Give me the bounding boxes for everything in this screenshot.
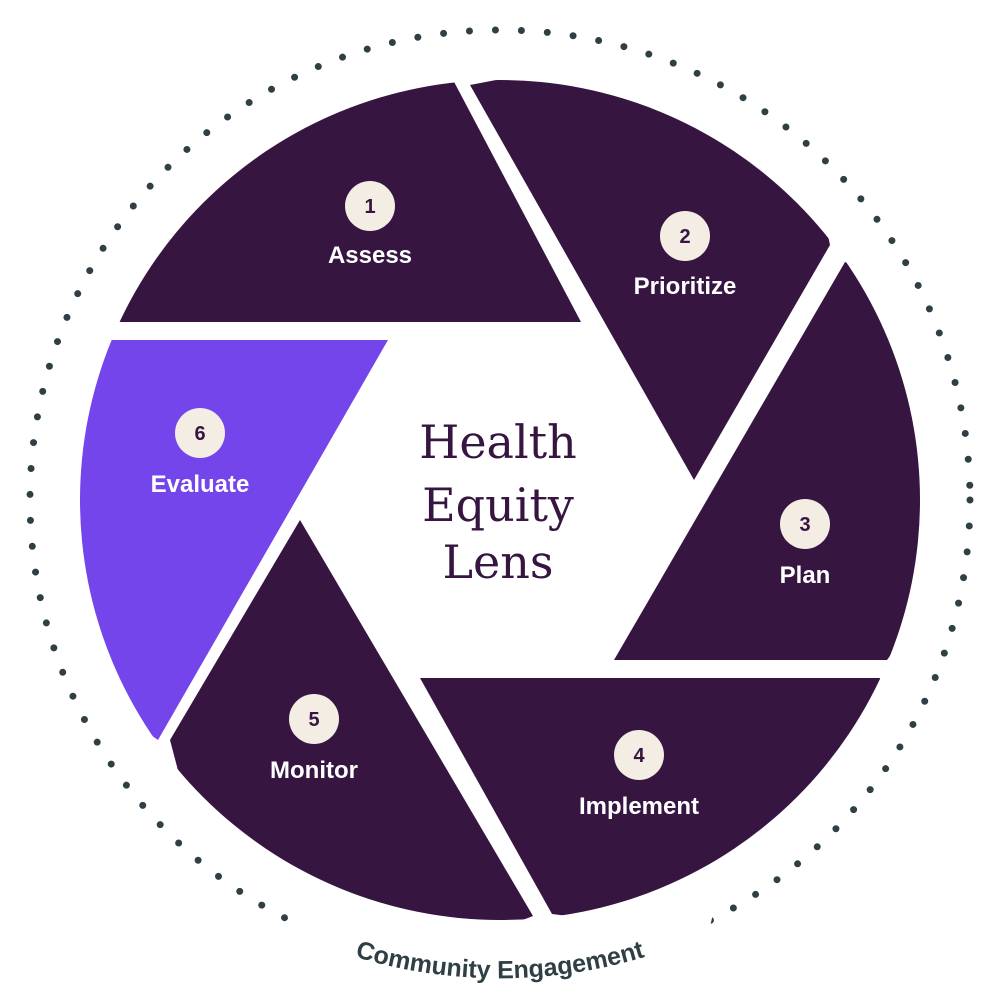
step-number: 1	[364, 196, 375, 218]
step-number: 6	[194, 423, 205, 445]
center-title-line-1: Health	[419, 415, 577, 469]
step-5: 5 Monitor	[270, 694, 358, 784]
step-3: 3 Plan	[780, 499, 831, 589]
center-title: Health Equity Lens	[419, 415, 577, 589]
step-label-plan: Plan	[780, 562, 831, 589]
step-number: 2	[679, 226, 690, 248]
step-label-prioritize: Prioritize	[634, 273, 737, 300]
step-label-assess: Assess	[328, 242, 412, 269]
step-label-evaluate: Evaluate	[151, 471, 250, 498]
center-title-line-3: Lens	[442, 535, 553, 589]
community-engagement-dotted-ring	[26, 26, 974, 974]
step-number-badge	[175, 408, 225, 458]
step-4: 4 Implement	[579, 730, 699, 820]
step-number-badge	[614, 730, 664, 780]
step-1: 1 Assess	[328, 181, 412, 269]
step-number-badge	[780, 499, 830, 549]
segment-plan	[614, 262, 920, 660]
step-label-monitor: Monitor	[270, 757, 358, 784]
step-6: 6 Evaluate	[151, 408, 250, 498]
step-number: 5	[308, 709, 319, 731]
step-number-badge	[289, 694, 339, 744]
segment-prioritize	[470, 80, 830, 480]
step-label-implement: Implement	[579, 793, 699, 820]
segment-evaluate	[80, 340, 388, 740]
step-number-badge	[660, 211, 710, 261]
step-number-badge	[345, 181, 395, 231]
step-2: 2 Prioritize	[634, 211, 737, 300]
step-number: 3	[799, 514, 810, 536]
step-number: 4	[633, 745, 645, 767]
center-title-line-2: Equity	[422, 478, 574, 532]
